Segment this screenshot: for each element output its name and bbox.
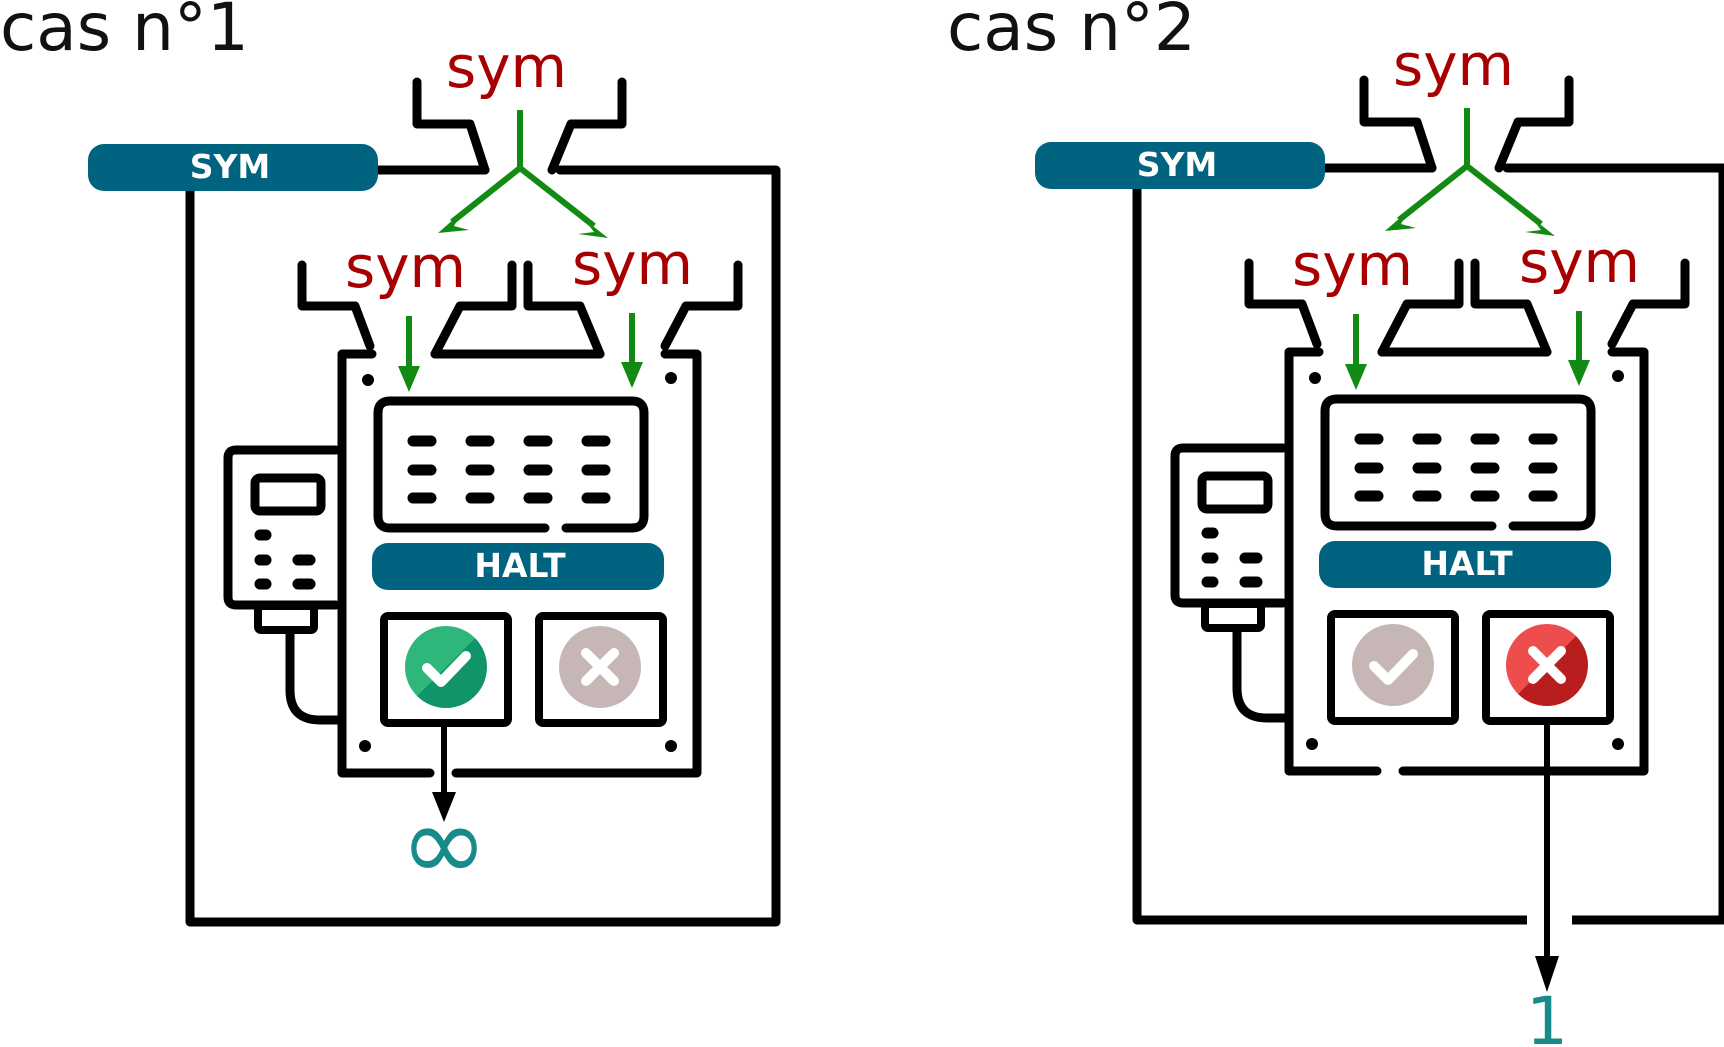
case-title: cas n°2 [947,0,1196,66]
outer-sym-badge: SYM [1035,142,1325,189]
result-one: 1 [1526,983,1568,1047]
halt-label: HALT [474,546,566,585]
halt-badge: HALT [372,543,664,590]
output-arrow [432,724,456,822]
cross-icon [1506,624,1588,706]
right-input-symbol: sym [1519,228,1640,296]
top-symbol: sym [446,33,567,101]
check-icon [1352,624,1434,706]
case-2-panel: cas n°2 sym sym sym SYM HALT 1 [947,0,1723,1047]
left-input-symbol: sym [1292,231,1413,299]
left-input-symbol: sym [345,233,466,301]
right-input-symbol: sym [572,230,693,298]
halt-badge: HALT [1319,541,1611,588]
outer-sym-label: SYM [1137,145,1218,184]
output-arrow [1535,722,1559,992]
turing-machine-schematic [1137,80,1723,920]
outer-sym-badge: SYM [88,144,378,191]
cross-icon [559,626,641,708]
check-icon [405,626,487,708]
outer-sym-label: SYM [190,147,271,186]
halt-label: HALT [1421,544,1513,583]
case-1-panel: cas n°1 sym sym sym SYM HALT ∞ [0,0,776,922]
case-title: cas n°1 [0,0,249,66]
top-symbol: sym [1393,31,1514,99]
result-infinity: ∞ [400,782,488,905]
